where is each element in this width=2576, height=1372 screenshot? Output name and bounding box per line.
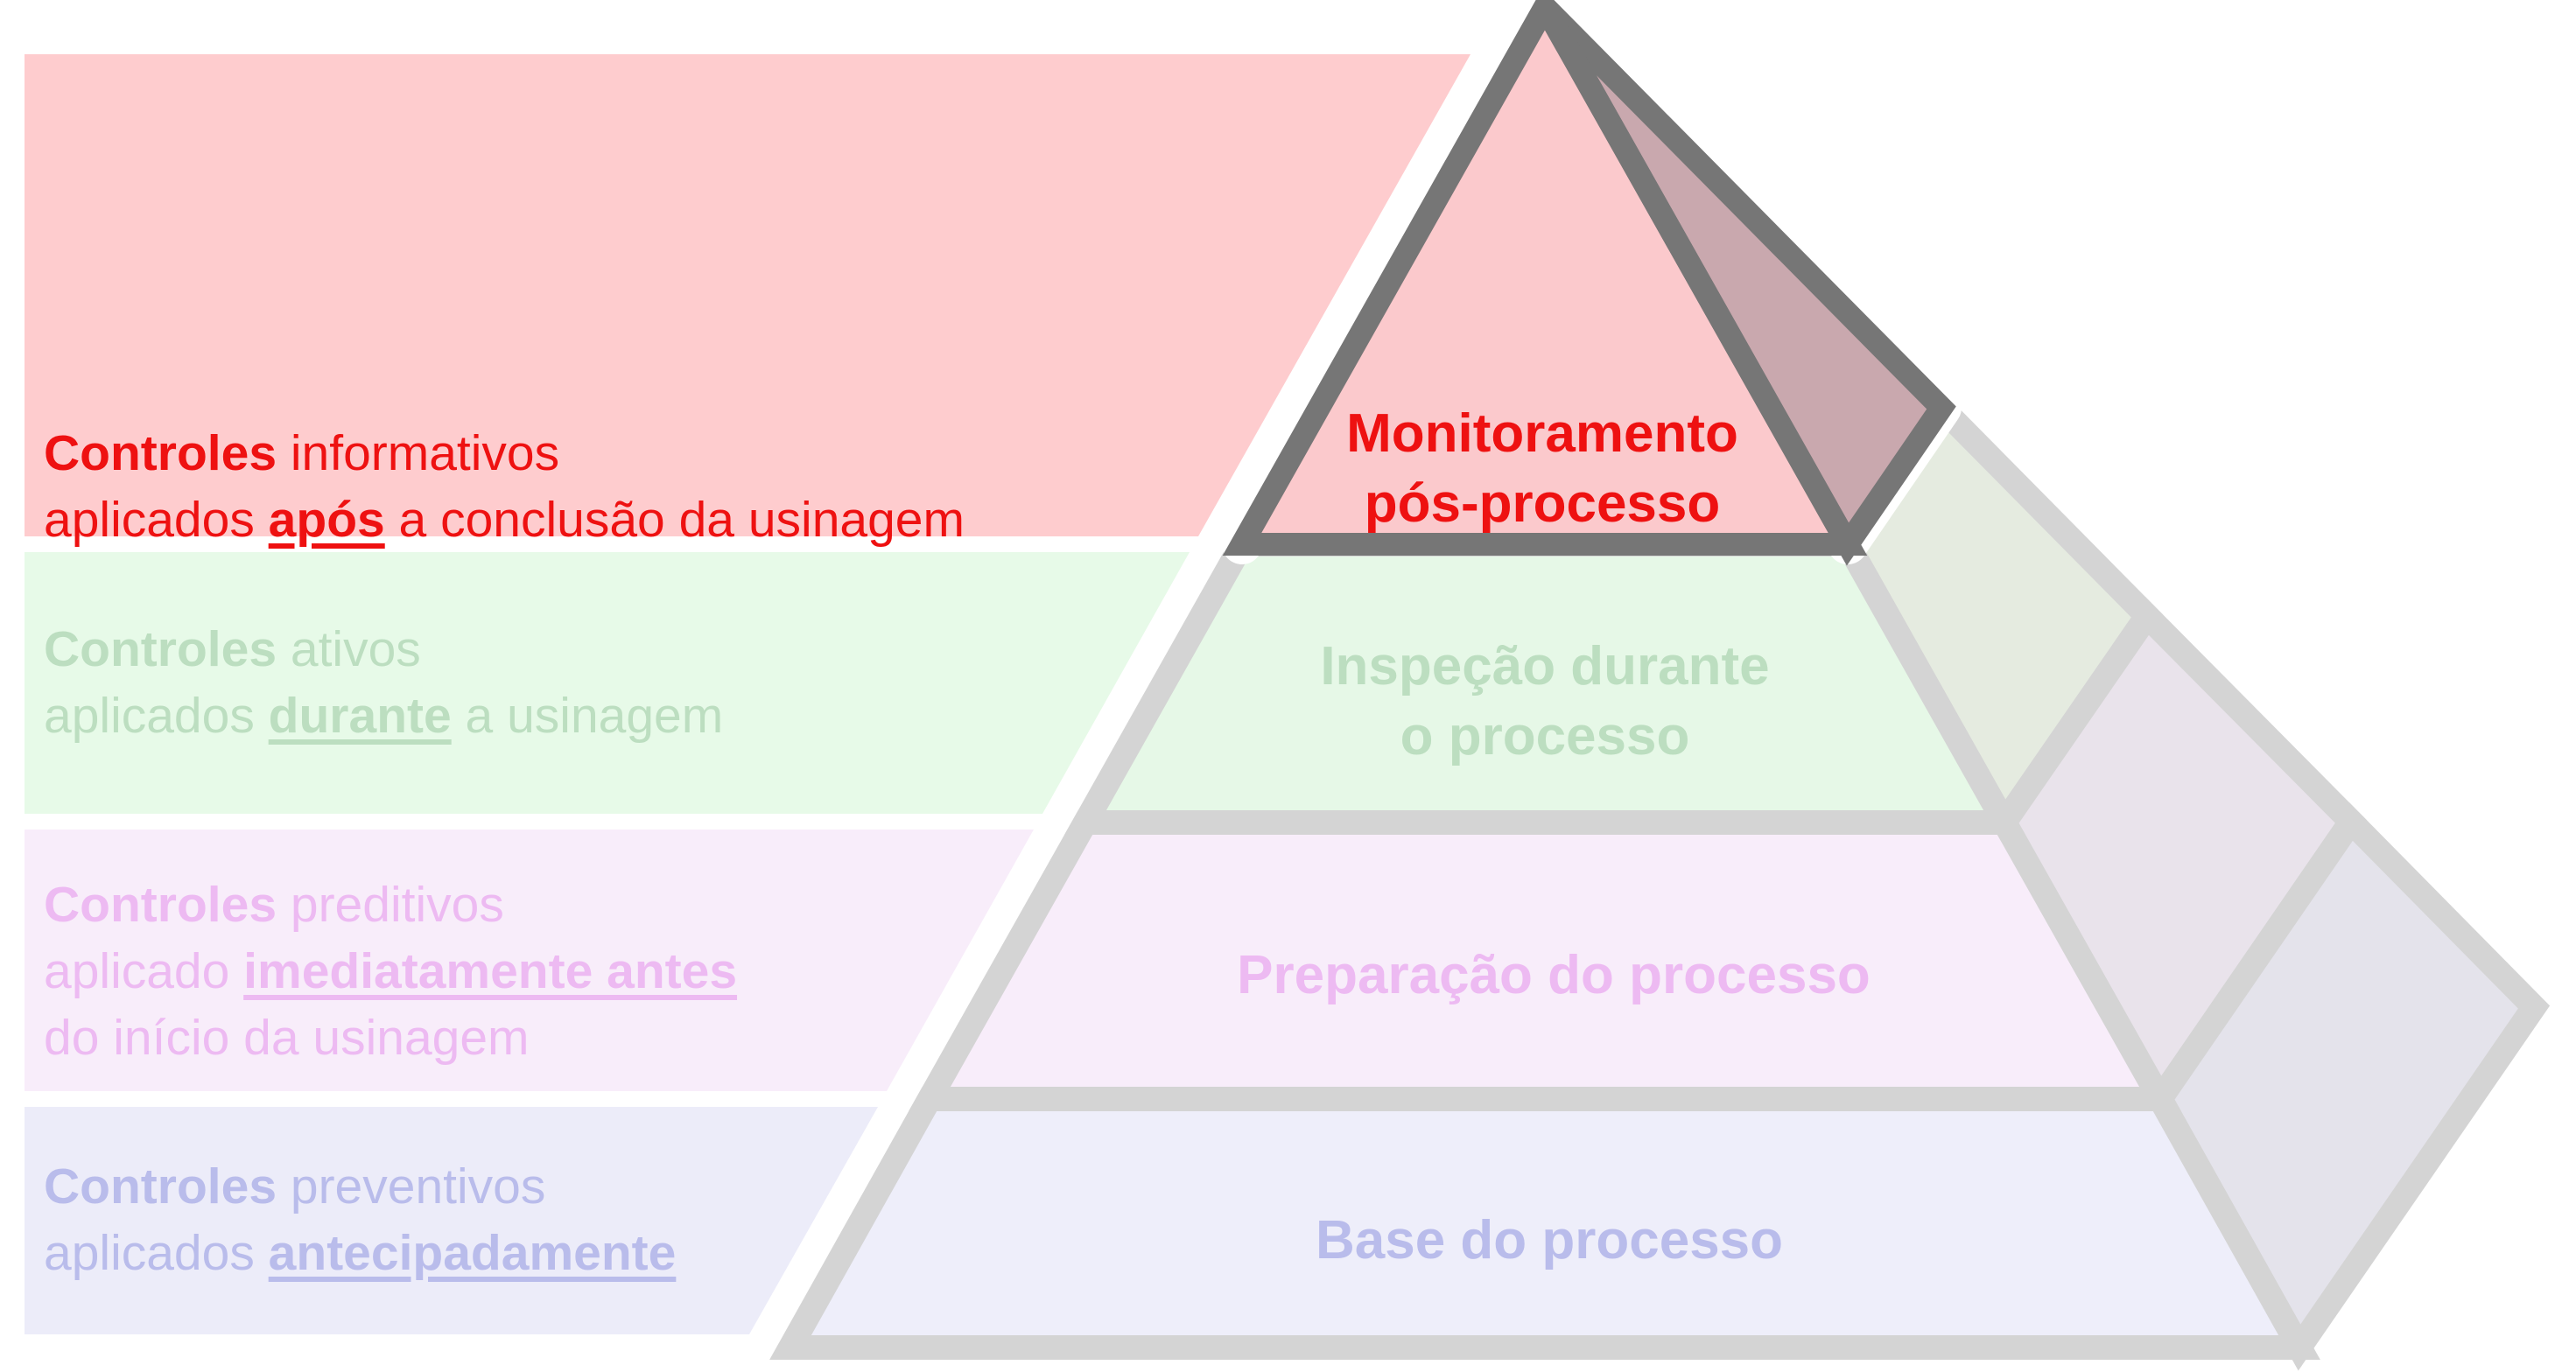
band-heading: Controles preventivos [44,1158,546,1214]
band-label-preditivos: Controles preditivos aplicado imediatame… [44,872,737,1071]
band-detail-run: a usinagem [451,688,724,744]
band-detail-run: imediatamente antes [243,943,738,999]
band-heading: Controles ativos [44,621,421,677]
pyramid-label-line: Base do processo [1315,1210,1784,1270]
band-detail-run: aplicados [44,688,269,744]
band-detail: aplicados durante a usinagem [44,682,723,749]
band-detail-run: antecipadamente [268,1225,677,1281]
side-face-informativos [1545,7,1941,544]
band-heading: Controles preditivos [44,877,504,933]
pyramid-label-inspecao: Inspeção durante o processo [1107,632,1983,772]
band-detail-run: durante [268,688,452,744]
band-detail: aplicados antecipadamente [44,1220,676,1286]
pyramid-label-line: o processo [1400,706,1690,766]
band-heading: Controles informativos [44,425,560,481]
pyramid-label-line: Preparação do processo [1237,945,1871,1005]
band-detail-run: após [268,492,385,548]
pyramid-label-base: Base do processo [1112,1206,1987,1276]
band-detail: aplicados após a conclusão da usinagem [44,486,965,553]
band-detail-run: a conclusão da usinagem [384,492,965,548]
band-rect-preventivos [25,1107,878,1334]
pyramid-label-line: pós-processo [1364,473,1721,534]
band-detail-run: aplicados [44,1225,269,1281]
front-face-preventivos [769,1087,2320,1360]
band-rect-preditivos [25,830,1034,1091]
band-detail-run: aplicados [44,492,269,548]
pyramid-label-monitoramento: Monitoramento pós-processo [1105,399,1980,539]
pyramid-label-line: Inspeção durante [1320,636,1770,696]
front-face-informativos [1242,7,1848,544]
top-section-front-outline [1222,0,1868,556]
band-label-informativos: Controles informativos aplicados após a … [44,420,965,553]
band-detail-run: do início da usinagem [44,1010,530,1066]
pyramid-label-line: Monitoramento [1346,403,1738,464]
band-detail-run: aplicado [44,943,244,999]
band-label-preventivos: Controles preventivos aplicados antecipa… [44,1153,676,1286]
band-label-ativos: Controles ativos aplicados durante a usi… [44,616,723,749]
pyramid-label-preparacao: Preparação do processo [1116,941,1991,1011]
band-detail: aplicado imediatamente antes do início da… [44,938,737,1071]
band-rect-ativos [25,552,1190,814]
band-rect-informativos [25,54,1470,536]
